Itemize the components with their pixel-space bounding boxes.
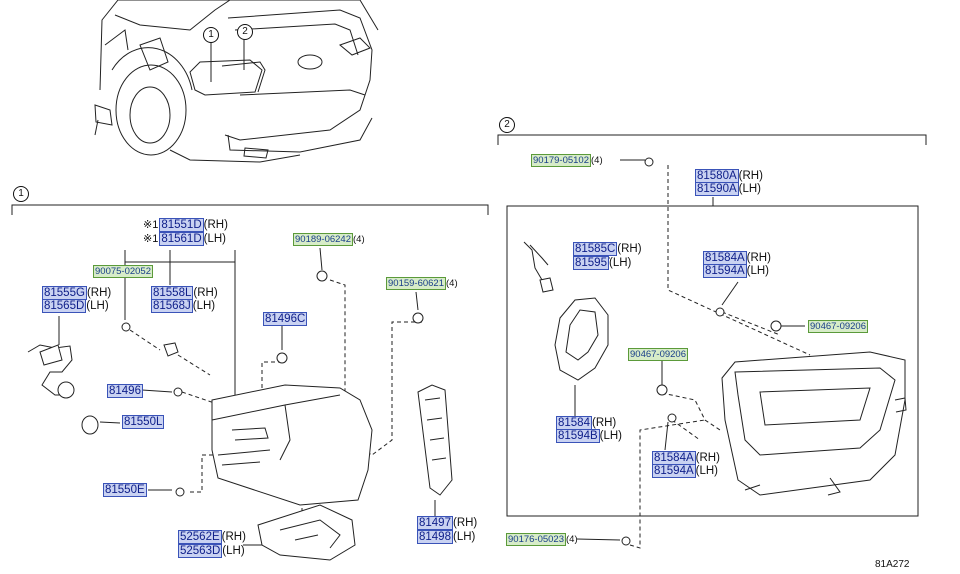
part-number[interactable]: 81558L <box>151 286 194 300</box>
part-label-81555G[interactable]: 81555G(RH) <box>42 286 112 300</box>
part-number[interactable]: 81550E <box>103 483 147 497</box>
part-number[interactable]: 81496 <box>107 384 143 398</box>
part-number[interactable]: 81585C <box>573 242 618 256</box>
part-label-81584A-lower[interactable]: 81584A(RH) <box>652 451 720 465</box>
side-suffix: (RH) <box>746 252 771 264</box>
side-suffix: (LH) <box>599 430 623 442</box>
tail-lamp-assembly <box>211 384 373 506</box>
side-suffix: (RH) <box>617 243 642 255</box>
part-number[interactable]: 81584 <box>556 416 592 430</box>
side-suffix: (LH) <box>608 257 632 269</box>
callout-marker-1: 1 <box>203 27 219 43</box>
part-label-90159-60621[interactable]: 90159-60621(4) <box>386 277 458 290</box>
vehicle-illustration <box>94 0 379 163</box>
part-label-81558L[interactable]: 81558L(RH) <box>151 286 218 300</box>
part-number[interactable]: 81561D <box>159 232 204 246</box>
part-label-52562E[interactable]: 52562E(RH) <box>178 530 246 544</box>
part-label-81580A[interactable]: 81580A(RH) <box>695 169 763 183</box>
part-label-90467-09206-right[interactable]: 90467-09206 <box>808 320 868 333</box>
part-number[interactable]: 81594B <box>556 429 600 443</box>
side-suffix: (RH) <box>591 417 617 429</box>
part-number[interactable]: 81584A <box>652 451 696 465</box>
side-suffix: (RH) <box>738 170 763 182</box>
part-number[interactable]: 81594A <box>652 464 696 478</box>
part-label-90176-05023[interactable]: 90176-05023(4) <box>506 533 578 546</box>
part-number[interactable]: 81550L <box>122 415 165 429</box>
part-number[interactable]: 90467-09206 <box>628 348 688 361</box>
part-label-90075-02052[interactable]: 90075-02052 <box>93 265 153 278</box>
part-number[interactable]: 81496C <box>263 312 308 326</box>
side-suffix: (RH) <box>86 287 112 299</box>
part-number[interactable]: 81568J <box>151 299 193 313</box>
section-marker-2: 2 <box>499 117 515 133</box>
part-label-81550E[interactable]: 81550E <box>103 483 147 497</box>
part-number[interactable]: 90189-06242 <box>293 233 353 246</box>
part-number[interactable]: 90075-02052 <box>93 265 153 278</box>
side-suffix: (RH) <box>452 517 478 529</box>
part-number[interactable]: 81498 <box>417 530 453 544</box>
figure-code: 81A272 <box>875 559 910 570</box>
part-number[interactable]: 81565D <box>42 299 87 313</box>
part-label-52563D[interactable]: 52563D(LH) <box>178 544 245 558</box>
part-label-81594A-lower[interactable]: 81594A(LH) <box>652 464 719 478</box>
quantity: (4) <box>566 534 578 545</box>
part-label-81594A-upper[interactable]: 81594A(LH) <box>703 264 770 278</box>
part-label-81584A-upper[interactable]: 81584A(RH) <box>703 251 771 265</box>
part-number[interactable]: 81595 <box>573 256 609 270</box>
part-label-81590A[interactable]: 81590A(LH) <box>695 182 762 196</box>
part-number[interactable]: 81551D <box>159 218 204 232</box>
part-label-81498[interactable]: 81498(LH) <box>417 530 476 544</box>
part-number[interactable]: 90159-60621 <box>386 277 446 290</box>
part-number[interactable]: 81594A <box>703 264 747 278</box>
note-mark: ※1 <box>143 233 159 245</box>
part-label-81584[interactable]: 81584(RH) <box>556 416 617 430</box>
part-number[interactable]: 90467-09206 <box>808 320 868 333</box>
part-number[interactable]: 81497 <box>417 516 453 530</box>
part-label-81585C[interactable]: 81585C(RH) <box>573 242 642 256</box>
quantity: (4) <box>591 155 603 166</box>
side-suffix: (RH) <box>695 452 720 464</box>
part-label-90189-06242[interactable]: 90189-06242(4) <box>293 233 365 246</box>
part-label-81565D[interactable]: 81565D(LH) <box>42 299 109 313</box>
lamp-housing <box>721 351 906 496</box>
side-suffix: (LH) <box>695 465 719 477</box>
part-number[interactable]: 81555G <box>42 286 87 300</box>
part-label-81568J[interactable]: 81568J(LH) <box>151 299 216 313</box>
part-label-81550L[interactable]: 81550L <box>122 415 165 429</box>
part-label-81497[interactable]: 81497(RH) <box>417 516 478 530</box>
side-suffix: (LH) <box>203 233 227 245</box>
part-number[interactable]: 90179-05102 <box>531 154 591 167</box>
part-label-81594B[interactable]: 81594B(LH) <box>556 429 623 443</box>
side-suffix: (RH) <box>221 531 246 543</box>
quantity: (4) <box>353 234 365 245</box>
part-label-81496C[interactable]: 81496C <box>263 312 308 326</box>
side-suffix: (LH) <box>746 265 770 277</box>
note-mark: ※1 <box>143 219 159 231</box>
quantity: (4) <box>446 278 458 289</box>
part-number[interactable]: 52563D <box>178 544 223 558</box>
part-number[interactable]: 52562E <box>178 530 222 544</box>
side-suffix: (RH) <box>193 287 218 299</box>
part-number[interactable]: 81584A <box>703 251 747 265</box>
part-number[interactable]: 90176-05023 <box>506 533 566 546</box>
callout-marker-2: 2 <box>237 24 253 40</box>
part-label-90179-05102[interactable]: 90179-05102(4) <box>531 154 603 167</box>
part-label-90467-09206-left[interactable]: 90467-09206 <box>628 348 688 361</box>
side-suffix: (LH) <box>192 300 216 312</box>
side-suffix: (LH) <box>86 300 109 312</box>
side-suffix: (LH) <box>452 531 476 543</box>
section-marker-1: 1 <box>13 186 29 202</box>
part-label-81595[interactable]: 81595(LH) <box>573 256 632 270</box>
side-suffix: (RH) <box>203 219 228 231</box>
side-suffix: (LH) <box>222 545 245 557</box>
part-label-81496[interactable]: 81496 <box>107 384 143 398</box>
side-suffix: (LH) <box>738 183 762 195</box>
part-number[interactable]: 81590A <box>695 182 739 196</box>
part-number[interactable]: 81580A <box>695 169 739 183</box>
